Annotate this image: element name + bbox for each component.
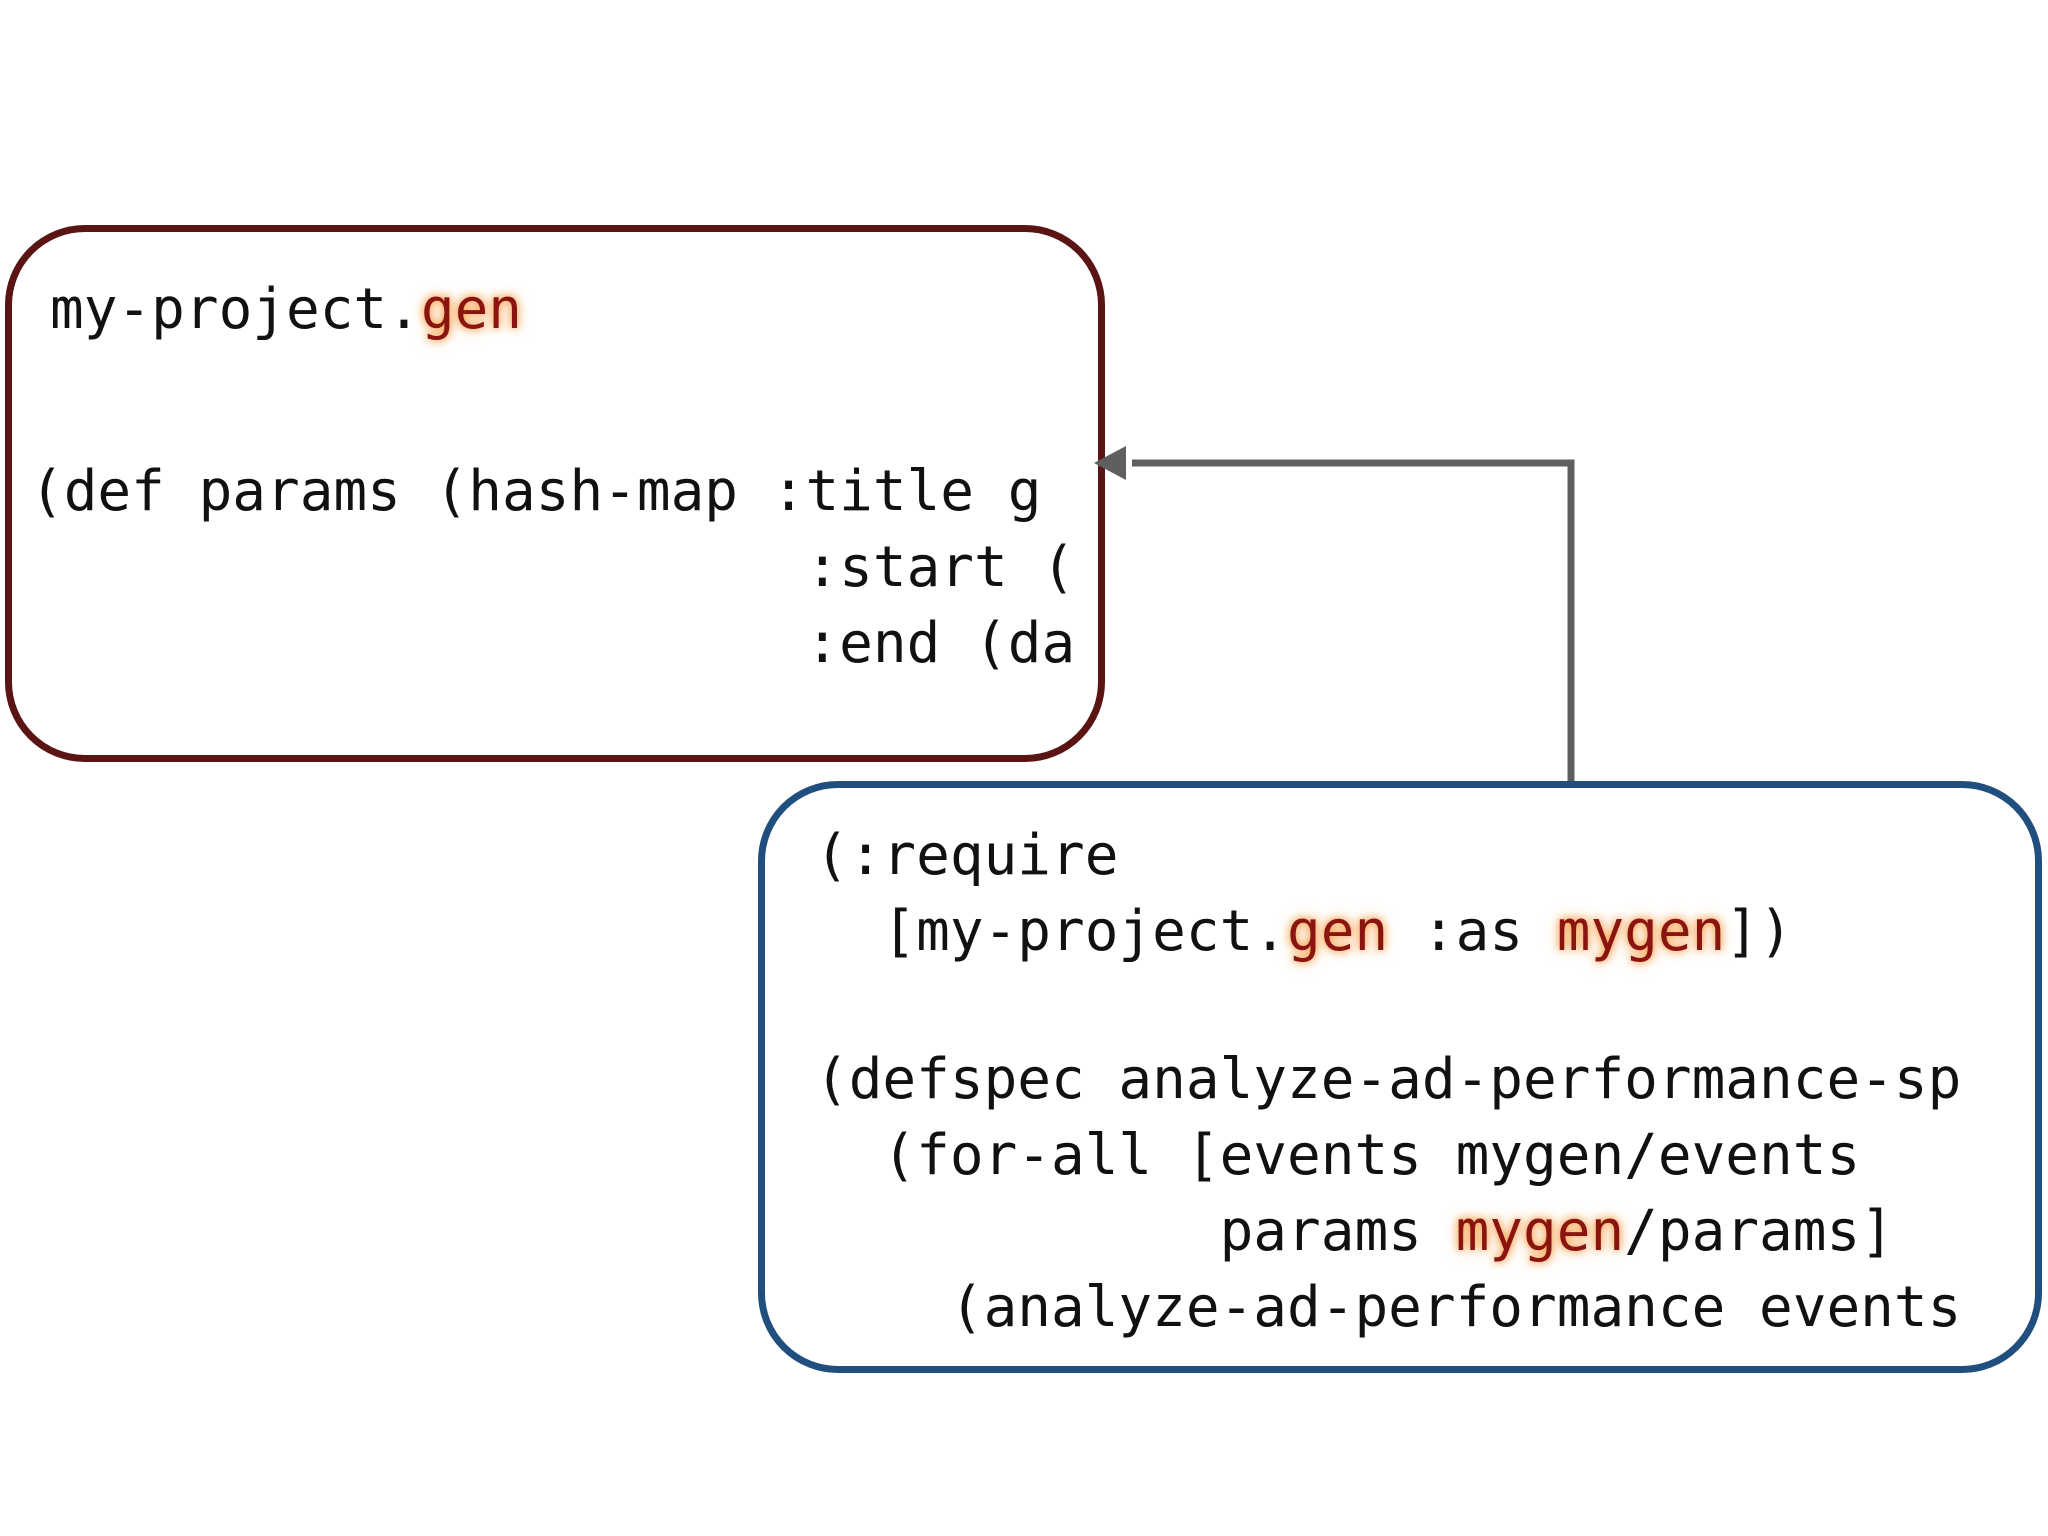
namespace-prefix: my-project. xyxy=(50,277,421,342)
params-line-title: (def params (hash-map :title g xyxy=(30,459,1042,524)
require-keyword-line: (:require xyxy=(815,823,1119,888)
connector-line xyxy=(1132,459,1575,781)
params-binding-alias-highlight: mygen xyxy=(1455,1199,1625,1264)
params-line-end: :end (da xyxy=(30,611,1076,676)
params-binding-prefix: params xyxy=(815,1199,1456,1264)
require-close: ]) xyxy=(1725,899,1793,964)
require-as-keyword: :as xyxy=(1388,899,1557,964)
analyze-call-line: (analyze-ad-performance events xyxy=(815,1275,1962,1340)
defspec-line: (defspec analyze-ad-performance-sp xyxy=(815,1047,1962,1112)
for-all-line: (for-all [events mygen/events xyxy=(815,1123,1861,1188)
gen-namespace-box: my-project.gen (def params (hash-map :ti… xyxy=(5,225,1105,762)
params-definition: (def params (hash-map :title g :start ( … xyxy=(30,454,1075,682)
params-line-start: :start ( xyxy=(30,535,1076,600)
spec-namespace-box: (:require [my-project.gen :as mygen]) (d… xyxy=(758,781,2042,1373)
require-ns-prefix: [my-project. xyxy=(815,899,1288,964)
require-form: (:require [my-project.gen :as mygen]) xyxy=(815,818,1793,970)
gen-namespace-title: my-project.gen xyxy=(50,272,522,348)
require-gen-highlight: gen xyxy=(1287,899,1389,964)
defspec-form: (defspec analyze-ad-performance-sp (for-… xyxy=(815,1042,1961,1346)
params-binding-suffix: /params] xyxy=(1624,1199,1894,1264)
require-alias-highlight: mygen xyxy=(1556,899,1726,964)
namespace-gen-highlight: gen xyxy=(420,277,523,342)
